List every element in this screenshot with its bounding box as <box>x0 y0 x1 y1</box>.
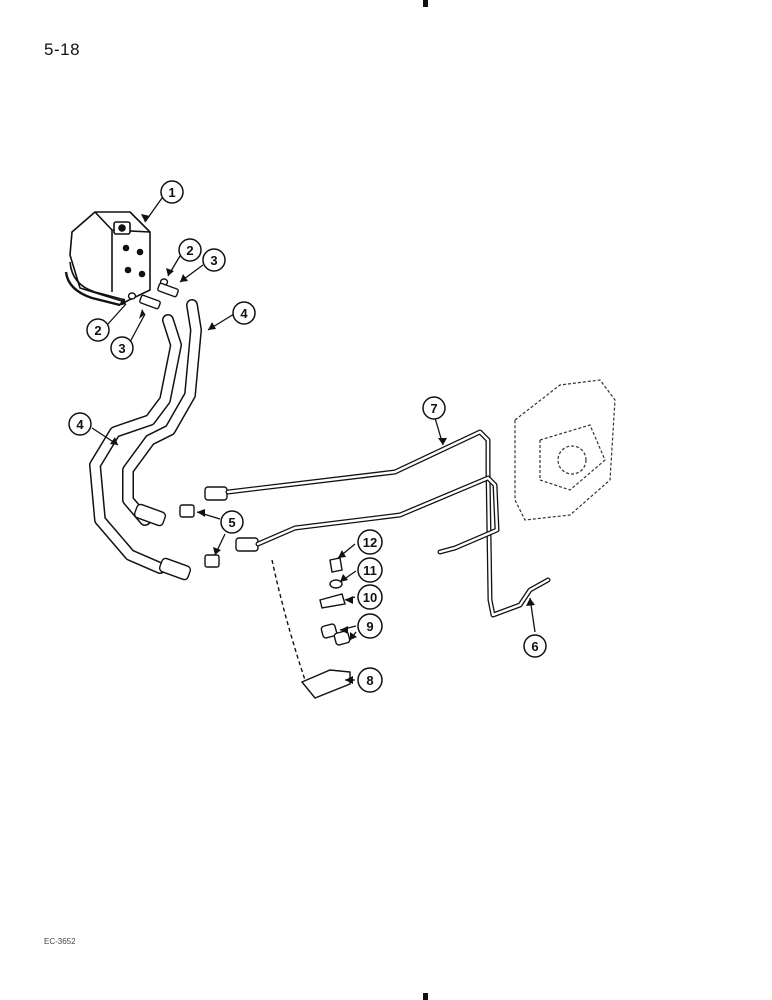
steering-valve <box>64 211 151 307</box>
svg-text:7: 7 <box>430 401 437 416</box>
callout-4-lower: 4 <box>68 412 92 436</box>
o-rings-and-adapters <box>127 278 179 310</box>
svg-text:2: 2 <box>186 243 193 258</box>
callout-6: 6 <box>523 634 547 658</box>
svg-text:9: 9 <box>366 619 373 634</box>
callout-7: 7 <box>422 396 446 420</box>
hose-fittings <box>133 486 259 581</box>
svg-text:2: 2 <box>94 323 101 338</box>
steel-tubes <box>225 429 551 618</box>
svg-text:3: 3 <box>210 253 217 268</box>
callout-3-upper: 3 <box>202 248 226 272</box>
svg-text:3: 3 <box>118 341 125 356</box>
leader-arrowheads <box>110 214 535 684</box>
registration-mark-bottom <box>423 993 428 1000</box>
callout-2-upper: 2 <box>178 238 202 262</box>
svg-text:4: 4 <box>76 417 84 432</box>
callout-4-upper: 4 <box>232 301 256 325</box>
callouts: 1 2 3 2 3 4 4 5 7 12 11 10 9 8 6 <box>68 180 547 693</box>
callout-8: 8 <box>357 667 383 693</box>
svg-text:1: 1 <box>168 185 175 200</box>
callout-10: 10 <box>357 584 383 610</box>
svg-text:8: 8 <box>366 673 373 688</box>
svg-text:6: 6 <box>531 639 538 654</box>
figure-code: EC-3652 <box>44 937 76 946</box>
svg-text:4: 4 <box>240 306 248 321</box>
callout-3-lower: 3 <box>110 336 134 360</box>
pump-housing <box>514 379 616 521</box>
callout-11: 11 <box>357 557 383 583</box>
callout-2-lower: 2 <box>86 318 110 342</box>
callout-12: 12 <box>357 529 383 555</box>
svg-text:12: 12 <box>363 535 377 550</box>
page-number: 5-18 <box>44 40 81 59</box>
registration-mark-top <box>423 0 428 7</box>
hoses <box>89 299 202 574</box>
callout-9: 9 <box>357 613 383 639</box>
callout-1: 1 <box>160 180 184 204</box>
svg-text:11: 11 <box>363 563 377 578</box>
clamp-hardware <box>271 557 351 699</box>
svg-text:5: 5 <box>228 515 235 530</box>
callout-5: 5 <box>220 510 244 534</box>
svg-text:10: 10 <box>363 590 377 605</box>
